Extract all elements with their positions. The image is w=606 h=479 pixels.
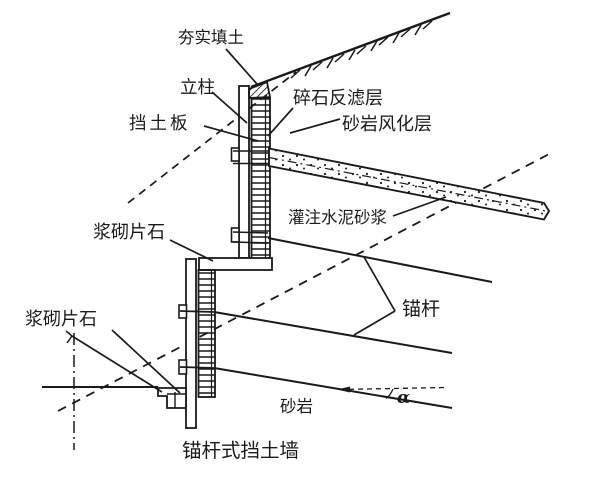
anchor-rod-stubs xyxy=(179,150,269,369)
leader-lines xyxy=(65,48,447,394)
label-gravel-filter: 碎石反滤层 xyxy=(293,88,383,108)
angle-arrowhead xyxy=(337,386,350,393)
angle-arc xyxy=(385,388,394,400)
leader-compacted-fill xyxy=(225,48,258,85)
ground-reference xyxy=(42,333,158,450)
leader-anchor-lower xyxy=(353,310,396,336)
leader-weathered-sandstone xyxy=(289,118,341,134)
leader-rubble-bottom-2 xyxy=(111,329,181,394)
lower-plank-stack xyxy=(197,269,216,398)
label-rubble-top: 浆砌片石 xyxy=(93,222,165,242)
label-rubble-bottom: 浆砌片石 xyxy=(25,309,97,329)
anchor-head-tab-1 xyxy=(230,147,240,162)
leader-anchor-upper xyxy=(363,256,396,312)
slope-hatching xyxy=(290,20,433,79)
lower-column xyxy=(185,258,197,429)
upper-plank-stack xyxy=(250,97,271,266)
leader-retaining-plank xyxy=(203,125,259,142)
grouted-anchor-band xyxy=(268,147,551,221)
anchor-rod-line-2 xyxy=(267,237,493,283)
anchor-rod-line-3 xyxy=(213,311,453,354)
alpha-label: α xyxy=(397,388,410,408)
leader-grout xyxy=(392,196,447,217)
anchor-rod-line-4 xyxy=(213,367,453,409)
text-labels: 夯实填土 立柱 挡土板 碎石反滤层 砂岩风化层 灌注水泥砂浆 浆砌片石 浆砌片石… xyxy=(25,28,440,462)
anchor-centerline xyxy=(268,156,547,212)
leader-rubble-bottom-1 xyxy=(71,335,163,393)
ground-slope xyxy=(250,11,451,89)
leader-arrowhead xyxy=(65,330,73,344)
upper-wall-base-ledge xyxy=(198,257,273,271)
label-retaining-plank: 挡土板 xyxy=(129,113,191,133)
leader-rubble-top xyxy=(169,239,214,262)
dashed-original-ground-line xyxy=(127,71,297,204)
label-sandstone: 砂岩 xyxy=(280,397,313,416)
leader-gravel-filter xyxy=(267,107,294,137)
alpha-angle: α xyxy=(337,386,446,408)
label-weathered-sandstone: 砂岩风化层 xyxy=(342,114,432,134)
label-anchor-rod: 锚杆 xyxy=(402,298,440,320)
leader-column xyxy=(211,91,248,124)
figure-caption: 锚杆式挡土墙 xyxy=(182,440,299,462)
stepped-footing xyxy=(157,387,187,409)
label-column: 立柱 xyxy=(180,77,215,97)
anchor-head-tab-2 xyxy=(230,227,240,243)
label-grout: 灌注水泥砂浆 xyxy=(288,208,387,227)
label-compacted-fill: 夯实填土 xyxy=(178,28,244,47)
